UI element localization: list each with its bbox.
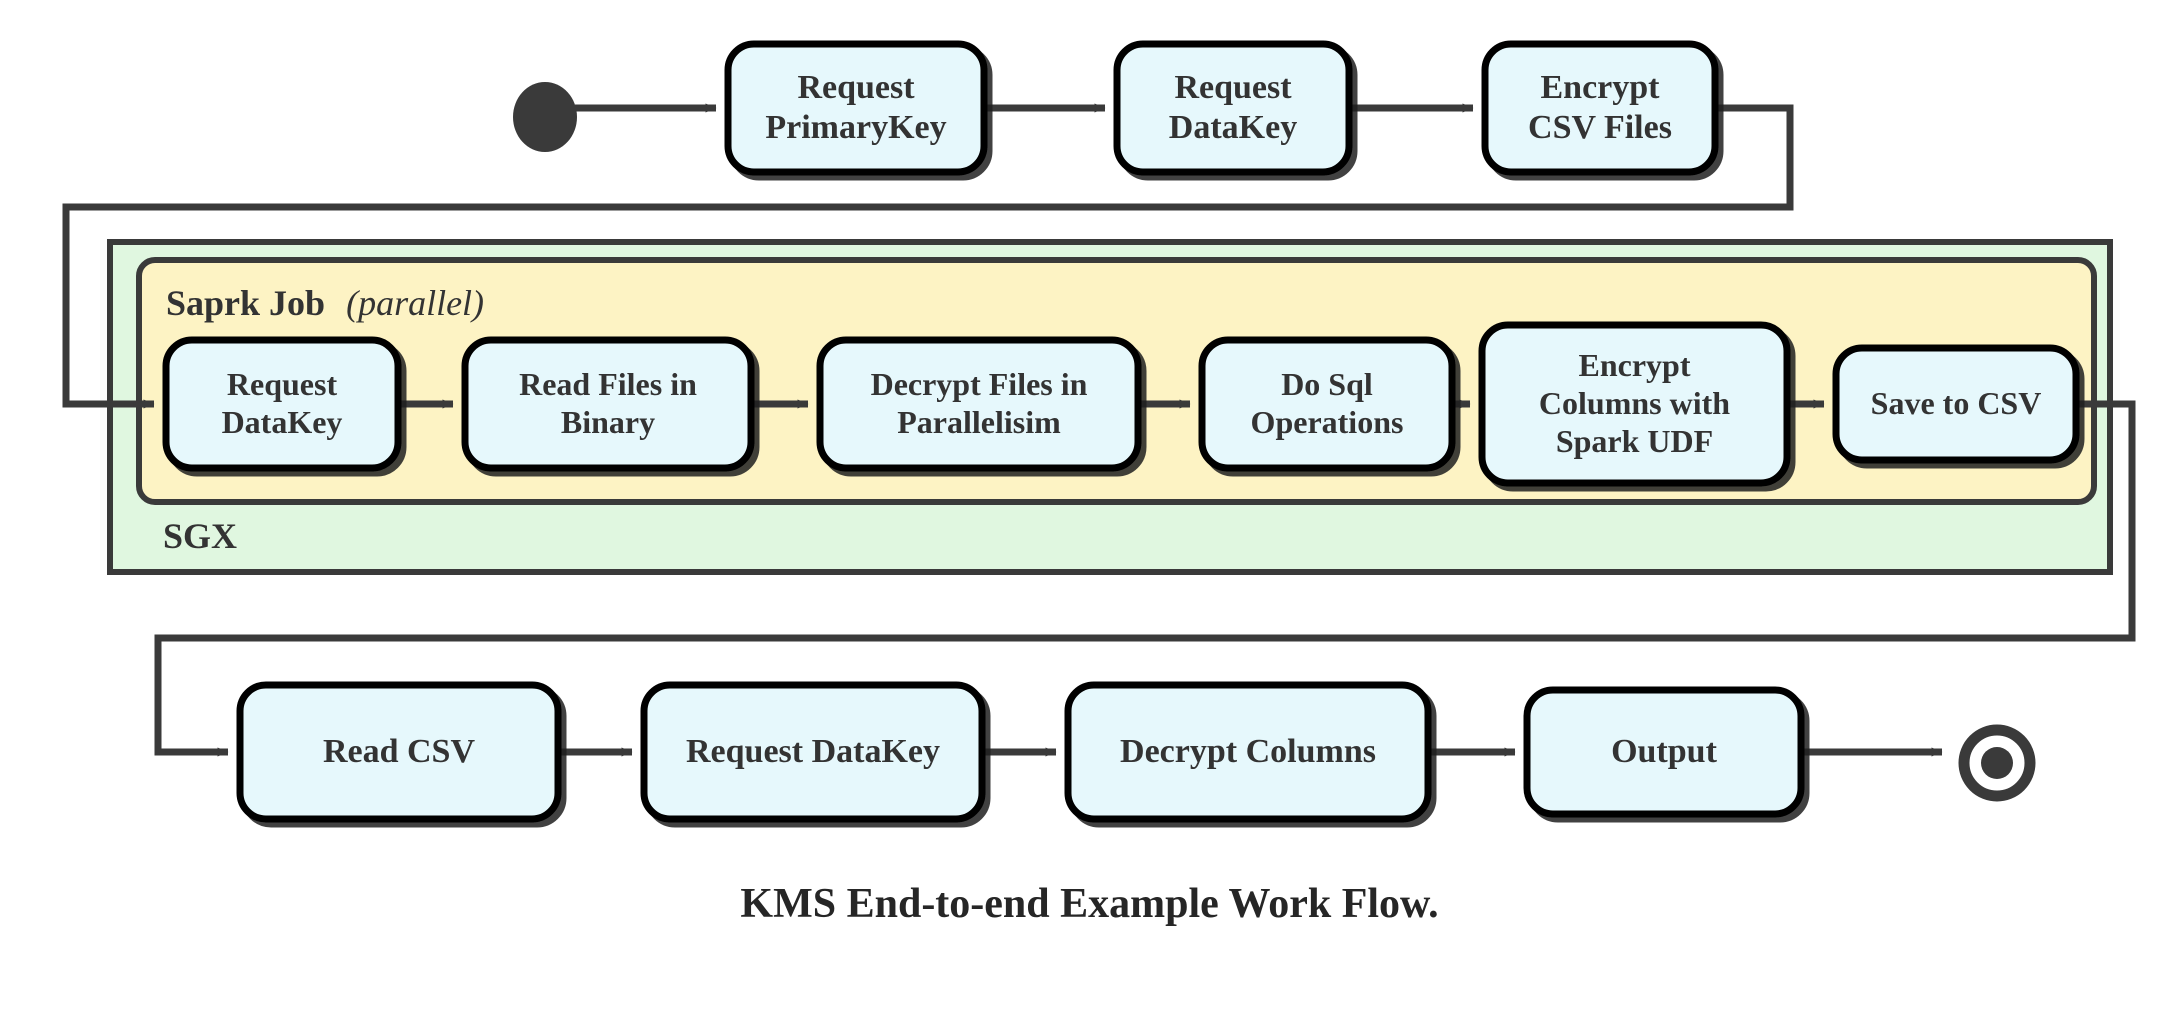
- node-request-datakey-top[interactable]: [1113, 40, 1353, 176]
- node-encrypt-csv-files[interactable]: [1481, 40, 1719, 176]
- node-decrypt-columns[interactable]: [1064, 681, 1432, 823]
- node-read-files-in-binary[interactable]: [461, 336, 755, 472]
- node-output[interactable]: [1523, 686, 1805, 818]
- node-request-datakey-spark[interactable]: [162, 336, 402, 472]
- node-request-primarykey[interactable]: [724, 40, 988, 176]
- node-request-datakey-bottom[interactable]: [640, 681, 986, 823]
- node-do-sql-operations[interactable]: [1198, 336, 1456, 472]
- node-read-csv[interactable]: [236, 681, 562, 823]
- edge-save-to-csv-to-read-csv: [154, 400, 2136, 757]
- edge-encrypt-csv-files-to-request-datakey-spark: [62, 104, 1794, 409]
- end-state-icon-core: [1981, 747, 2013, 779]
- end-state-icon-ring: [1958, 724, 2036, 802]
- sgx-container-title: SGX: [163, 516, 238, 556]
- spark-job-label-paren: (parallel): [346, 283, 485, 323]
- node-decrypt-files-in-parallelisim[interactable]: [816, 336, 1142, 472]
- diagram-caption: KMS End-to-end Example Work Flow.: [740, 881, 1439, 927]
- node-save-to-csv[interactable]: [1832, 344, 2080, 464]
- spark-job-container-title: Saprk Job (parallel): [166, 282, 484, 324]
- spark-job-label-bold: Saprk Job: [166, 283, 326, 323]
- node-encrypt-columns-with-spark-udf[interactable]: [1478, 321, 1791, 487]
- start-state-icon: [513, 82, 577, 152]
